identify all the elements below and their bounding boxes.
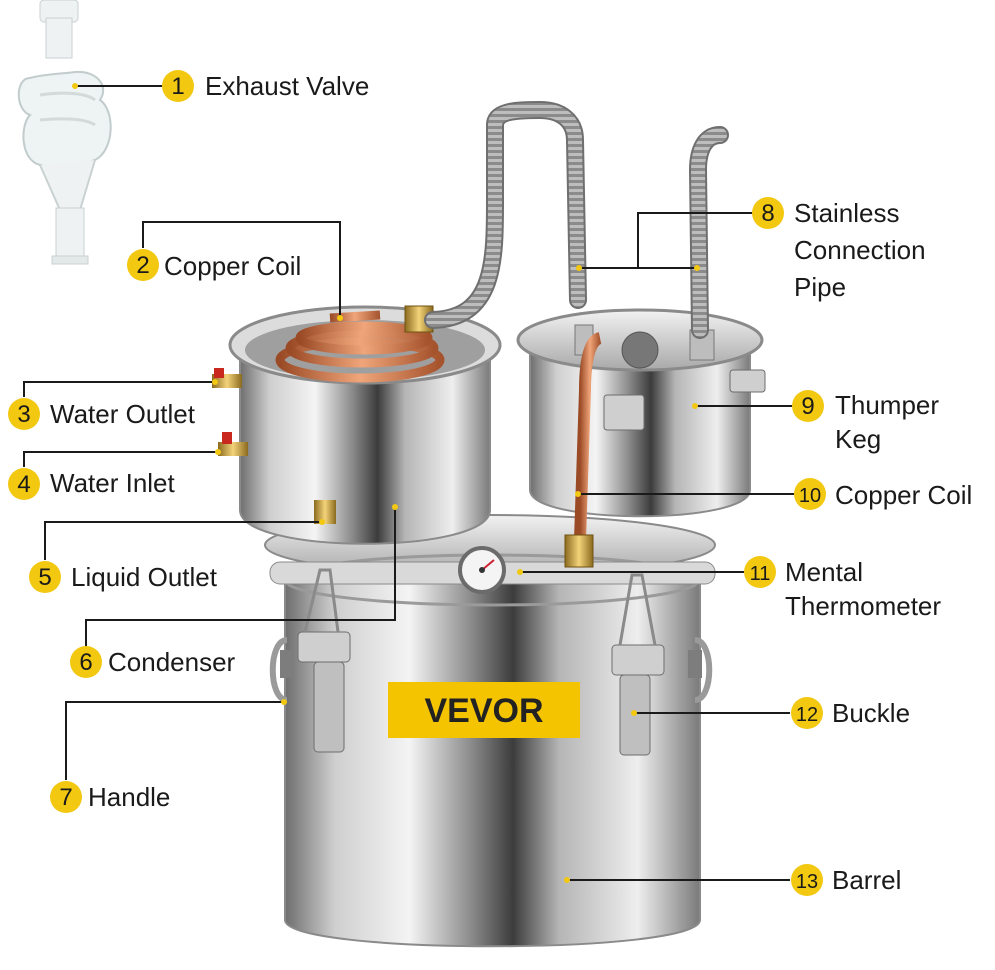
buckle-left (297, 568, 351, 753)
badge-circle-1 (162, 70, 194, 102)
badge-circle-8 (752, 197, 784, 229)
badge-number-11: 11 (750, 563, 771, 585)
badge-circle-9 (792, 390, 824, 422)
label-water-outlet: Water Outlet (50, 399, 195, 429)
exhaust-valve-airlock (17, 0, 112, 265)
leader-8 (579, 212, 763, 269)
label-exhaust-valve: Exhaust Valve (205, 71, 370, 101)
label-condenser: Condenser (108, 647, 236, 677)
badge-number-12: 12 (796, 704, 818, 726)
badge-circle-12 (791, 697, 823, 729)
leader-dots (72, 83, 700, 883)
badge-number-10: 10 (799, 485, 821, 507)
badge-circle-2 (127, 249, 159, 281)
thumper-keg (516, 308, 766, 518)
label-stainless-connection-pipe: Stainless Connection Pipe (794, 198, 926, 302)
leader-5 (44, 521, 322, 560)
label-water-inlet: Water Inlet (50, 468, 175, 498)
badge-number-7: 7 (59, 784, 72, 811)
label-liquid-outlet: Liquid Outlet (71, 562, 217, 592)
leader-3 (23, 381, 215, 397)
badge-number-8: 8 (761, 200, 774, 227)
copper-pipe-keg (574, 332, 603, 541)
label-barrel: Barrel (832, 865, 902, 895)
thermometer-gauge (458, 546, 506, 594)
badge-number-6: 6 (79, 649, 92, 676)
barrel-handle-left (269, 637, 294, 703)
label-copper-coil-condenser: Copper Coil (164, 251, 302, 281)
badge-circle-3 (8, 398, 40, 430)
badge-circle-5 (29, 561, 61, 593)
leader-7 (65, 701, 284, 780)
condenser (212, 305, 502, 545)
badge-circle-4 (8, 468, 40, 500)
label-thumper-keg: Thumper Keg (835, 390, 940, 454)
badge-number-3: 3 (17, 401, 30, 428)
badge-number-2: 2 (136, 252, 149, 279)
label-copper-coil-keg: Copper Coil (835, 480, 973, 510)
badge-number-5: 5 (38, 564, 51, 591)
brand-plate: VEVOR (388, 682, 580, 738)
badge-circle-6 (70, 646, 102, 678)
badge-circle-13 (791, 864, 823, 896)
badge-circle-7 (50, 781, 82, 813)
label-handle: Handle (88, 782, 171, 812)
badge-circle-11 (744, 556, 776, 588)
leader-lines (23, 85, 794, 881)
brand-logo-text: VEVOR (424, 692, 543, 730)
label-mental-thermometer: Mental Thermometer (785, 557, 942, 621)
badge-number-9: 9 (801, 393, 814, 420)
badge-number-13: 13 (796, 871, 818, 893)
leader-4 (23, 451, 218, 467)
leader-6 (85, 507, 396, 647)
badge-number-1: 1 (171, 73, 184, 100)
label-buckle: Buckle (832, 698, 911, 728)
barrel-handle-right (688, 637, 713, 703)
badge-number-4: 4 (17, 471, 30, 498)
leader-2 (142, 221, 341, 318)
badge-circle-10 (794, 478, 826, 510)
stainless-connection-pipe (424, 100, 729, 339)
